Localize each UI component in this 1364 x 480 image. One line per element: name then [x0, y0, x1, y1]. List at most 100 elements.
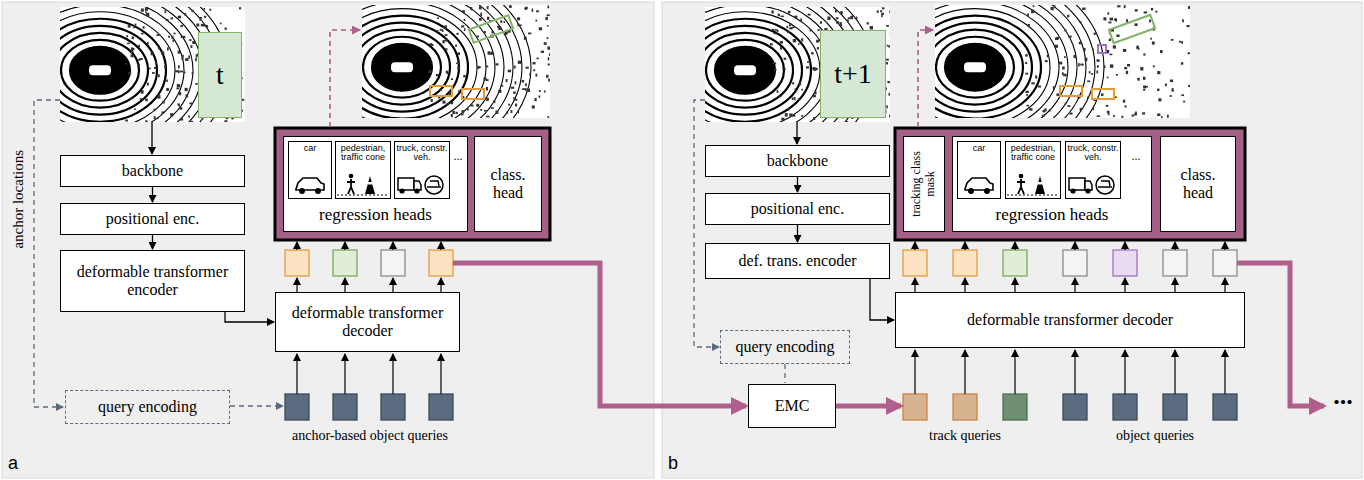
shape [539, 90, 541, 92]
shape [1127, 64, 1130, 66]
shape [809, 61, 811, 63]
node-text: deformable transformer decoder [967, 311, 1173, 329]
shape [1143, 53, 1145, 55]
shape [545, 17, 547, 20]
shape [1108, 113, 1110, 115]
shape [184, 13, 186, 15]
shape [773, 62, 776, 64]
shape [166, 19, 169, 21]
shape [181, 58, 183, 60]
shape [60, 7, 220, 122]
shape [1179, 41, 1181, 43]
flow-arrow [1124, 278, 1125, 292]
node-text: backbone [122, 162, 183, 180]
shape [180, 107, 183, 109]
shape [935, 30, 1023, 105]
shape [436, 74, 439, 76]
shape [836, 17, 839, 19]
shape [1182, 19, 1184, 22]
query-line [230, 405, 283, 406]
shape [529, 73, 531, 76]
shape [1098, 45, 1106, 53]
shape [177, 84, 180, 87]
shape [525, 8, 527, 10]
shape [508, 104, 510, 106]
shape [1113, 45, 1116, 48]
shape [935, 5, 1077, 118]
shape [820, 21, 822, 24]
flow-arrow [1074, 278, 1075, 292]
shape [547, 46, 550, 49]
head-frame [275, 128, 550, 240]
shape [870, 26, 873, 29]
shape [935, 16, 1041, 118]
shape [447, 73, 449, 75]
shape [391, 62, 413, 72]
shape [437, 17, 439, 19]
shape [888, 45, 890, 47]
shape [801, 38, 803, 41]
shape [784, 58, 787, 60]
query-square [381, 250, 405, 276]
flow-arrow [440, 354, 441, 394]
shape [935, 5, 1068, 118]
label-text: ... [1122, 150, 1150, 163]
shape [546, 75, 548, 78]
connector [152, 187, 153, 202]
node-text: t+1 [834, 58, 872, 90]
head-box: regression headscarpedestrian, traffic c… [283, 136, 468, 232]
shape [519, 25, 522, 27]
shape [1172, 88, 1174, 91]
query-square [285, 394, 309, 420]
shape [1082, 8, 1085, 10]
class-icon [289, 172, 331, 196]
process-box: deformable transformer encoder [60, 250, 245, 312]
shape [464, 19, 466, 21]
query-square [1213, 394, 1237, 420]
shape [362, 5, 495, 118]
shape [189, 39, 191, 41]
node-text: car [304, 144, 317, 153]
class-icon-box: car [288, 141, 332, 199]
shape [70, 47, 130, 94]
shape [774, 69, 777, 71]
shape [158, 48, 160, 50]
shape [539, 27, 542, 30]
shape [1150, 38, 1152, 40]
shape [141, 33, 143, 35]
flow-arrow [964, 278, 965, 292]
label-text: ... [450, 150, 466, 163]
node-text: b [668, 453, 678, 474]
shape [60, 7, 184, 122]
shape [1085, 188, 1090, 193]
shape [705, 12, 820, 122]
shape [362, 30, 450, 105]
shape [176, 88, 179, 90]
shape [490, 52, 493, 55]
shape [1113, 115, 1115, 117]
shape [886, 25, 889, 27]
shape [1158, 98, 1161, 101]
shape [1110, 64, 1113, 67]
shape [1110, 54, 1113, 56]
shape [486, 116, 489, 118]
shape [365, 176, 375, 194]
shape [817, 47, 819, 49]
flow-arrow [296, 278, 297, 292]
shape [125, 120, 128, 122]
shape [60, 7, 211, 122]
shape [1042, 115, 1045, 117]
flow-arrow [1014, 242, 1015, 250]
shape [477, 66, 479, 69]
shape [549, 53, 550, 56]
class-icon-box: truck, constr. veh. [1065, 141, 1121, 199]
shape [510, 5, 512, 8]
shape [1087, 97, 1089, 99]
flow-arrow [296, 354, 297, 394]
shape [935, 5, 1059, 118]
shape [882, 7, 884, 9]
flow-arrow [914, 242, 915, 250]
mask-box: tracking class mask [903, 136, 945, 232]
shape [486, 98, 489, 101]
shape [179, 106, 181, 108]
